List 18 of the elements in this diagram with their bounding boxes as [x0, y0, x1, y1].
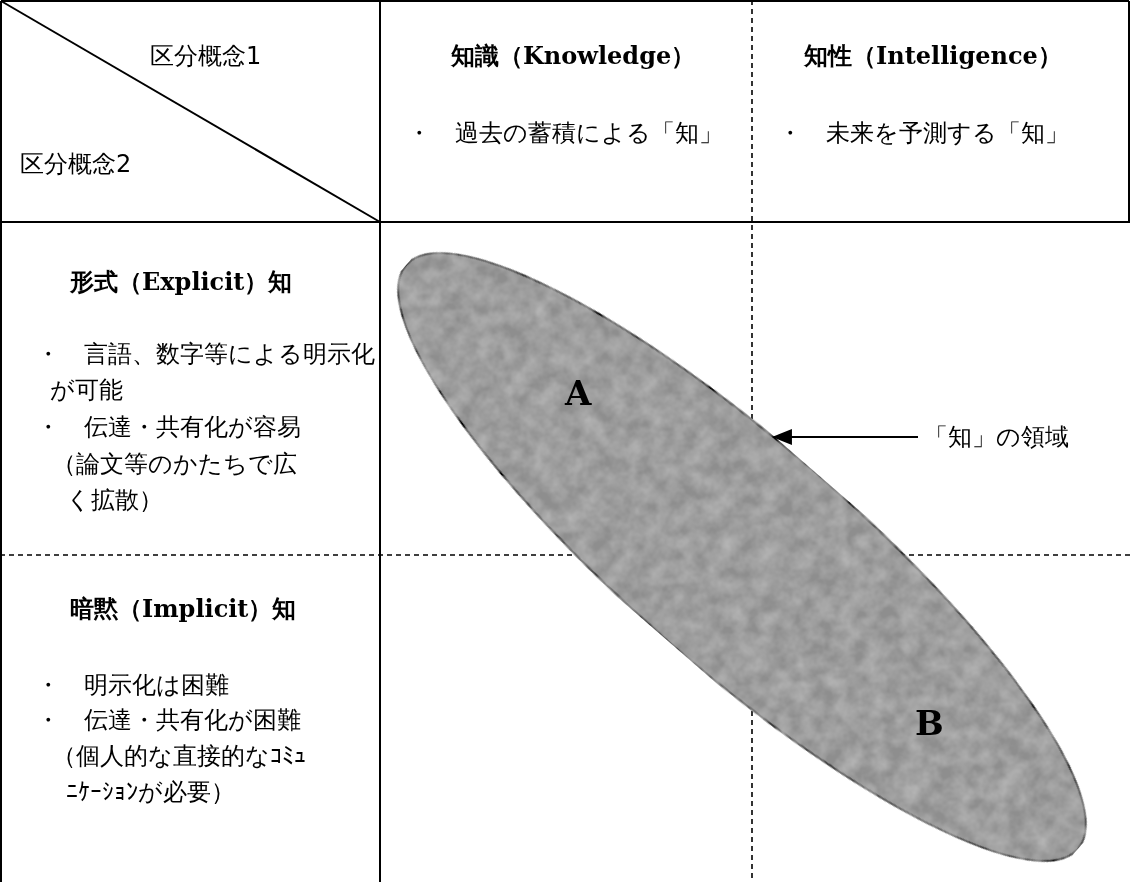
arrow	[771, 429, 919, 445]
bullet-item: ・ 過去の蓄積による「知」	[407, 118, 723, 149]
row-label: 区分概念1	[150, 41, 262, 72]
bullet-item: ・ 伝達・共有化が容易	[36, 412, 301, 443]
bullet-item: ・ 明示化は困難	[36, 670, 229, 701]
row-label: 区分概念2	[20, 149, 132, 180]
row-heading: 暗黙（Implicit）知	[70, 593, 297, 625]
bullet-item: ・ 言語、数字等による明示化が可能	[36, 339, 376, 406]
column-heading: 知識（Knowledge）	[451, 40, 696, 72]
note-text: （個人的な直接的なｺﾐｭﾆｹｰｼｮﾝが必要）	[52, 741, 307, 808]
note-text: （論文等のかたちで広く拡散）	[52, 449, 298, 516]
column-heading: 知性（Intelligence）	[804, 40, 1062, 72]
region-label: 「知」の領域	[924, 420, 1069, 454]
region-letter: B	[915, 703, 944, 743]
row-heading: 形式（Explicit）知	[70, 266, 293, 298]
bullet-item: ・ 未来を予測する「知」	[778, 118, 1069, 149]
region-letter: A	[565, 373, 592, 413]
bullet-item: ・ 伝達・共有化が困難	[36, 705, 301, 736]
